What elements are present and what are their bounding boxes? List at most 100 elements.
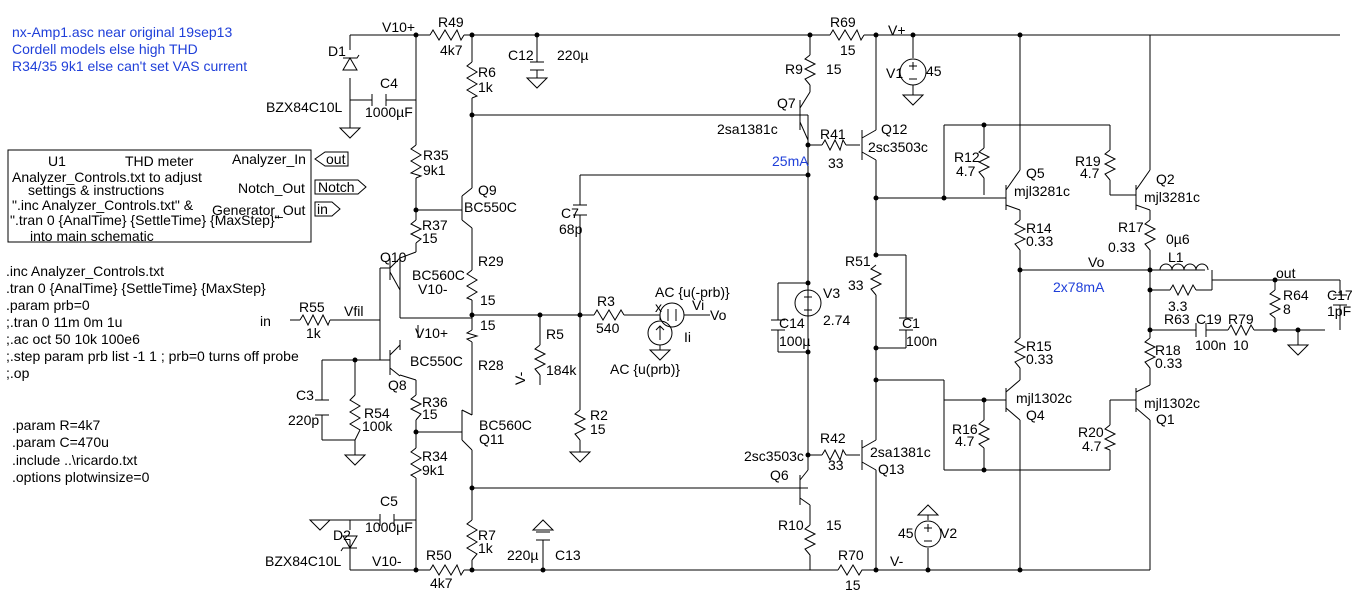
val-C5: 1000µF (365, 519, 413, 535)
val-R79: 10 (1233, 337, 1249, 353)
param-line: .param R=4k7 (12, 417, 101, 433)
val-Q12: 2sc3503c (868, 139, 928, 155)
net-v10m: V10- (372, 553, 402, 569)
net-flag-in: in (317, 201, 328, 217)
ref-R41: R41 (820, 126, 846, 142)
ref-Q4: Q4 (1026, 407, 1045, 423)
val-R64: 8 (1283, 301, 1291, 317)
directive-line: .inc Analyzer_Controls.txt (6, 263, 164, 279)
val-R5: 184k (546, 362, 577, 378)
ref-R64: R64 (1283, 287, 1309, 303)
val-L1: 0µ6 (1166, 231, 1190, 247)
ref-R10: R10 (778, 517, 804, 533)
inductor-symbol (1159, 263, 1209, 271)
val-C13: 220µ (507, 547, 538, 563)
ref-R70: R70 (838, 547, 864, 563)
analyzer-port-in: Analyzer_In (232, 151, 306, 167)
ref-C14: C14 (779, 315, 805, 331)
ref-C12: C12 (508, 47, 534, 63)
ref-R12: R12 (954, 149, 980, 165)
val-C17: 1pF (1327, 303, 1351, 319)
probe-ii: Ii (684, 329, 691, 345)
val-R70: 15 (845, 577, 861, 593)
ref-V2: V2 (940, 525, 957, 541)
wires (290, 34, 1341, 571)
val-R36: 15 (422, 406, 438, 422)
val-R29: 15 (480, 292, 496, 308)
ref-Q10: Q10 (380, 249, 407, 265)
val-R10: 15 (826, 517, 842, 533)
ref-R9: R9 (785, 61, 803, 77)
net-labels: V10+ V10+ V10- V10- V+ V- Vfil in Vo Vo … (260, 19, 1296, 569)
ref-R28: R28 (478, 357, 504, 373)
val-R51: 33 (848, 277, 864, 293)
ref-R19: R19 (1075, 153, 1101, 169)
net-vo: Vo (710, 307, 727, 323)
ref-Q8: Q8 (388, 377, 407, 393)
val-R12: 4.7 (956, 163, 976, 179)
val-C4: 1000µF (365, 104, 413, 120)
val-C7: 68p (559, 221, 583, 237)
param-line: .options plotwinsize=0 (12, 469, 150, 485)
val-Q9: BC550C (464, 199, 517, 215)
net-vfil: Vfil (344, 303, 363, 319)
val-Q11: BC560C (479, 417, 532, 433)
val-Q8: BC550C (410, 353, 463, 369)
net-vo-output: Vo (1088, 254, 1105, 270)
analyzer-line: settings & instructions (28, 182, 164, 198)
val-Q5: mjl3281c (1014, 183, 1070, 199)
probe-ac-bottom: AC {u(prb)} (610, 361, 680, 377)
val-V1: 45 (926, 63, 942, 79)
directive-line: .param prb=0 (6, 297, 90, 313)
net-v10p: V10+ (415, 325, 448, 341)
directive-line: ;.ac oct 50 10k 100e6 (6, 331, 140, 347)
val-Q13: 2sa1381c (870, 444, 931, 460)
ref-Q5: Q5 (1026, 165, 1045, 181)
flag-notch-shape (314, 179, 367, 195)
val-Q2: mjl3281c (1144, 189, 1200, 205)
ref-Q12: Q12 (881, 121, 908, 137)
ref-Q13: Q13 (878, 461, 905, 477)
ref-C1: C1 (902, 315, 920, 331)
net-v10m: V10- (418, 281, 448, 297)
ref-Q9: Q9 (478, 182, 497, 198)
ref-C4: C4 (380, 75, 398, 91)
ref-D2: D2 (333, 527, 351, 543)
junctions (352, 32, 1301, 573)
component-symbols (299, 28, 1347, 577)
val-R37: 15 (422, 230, 438, 246)
zener-diode-symbol (340, 54, 360, 552)
val-C19: 100n (1195, 337, 1226, 353)
param-line: .include ..\ricardo.txt (12, 452, 137, 468)
analyzer-line: Analyzer_Controls.txt to adjust (12, 169, 202, 185)
val-R49: 4k7 (440, 42, 463, 58)
ref-R35: R35 (423, 147, 449, 163)
ref-R18: R18 (1155, 342, 1181, 358)
val-Q1: mjl1302c (1144, 395, 1200, 411)
val-D1: BZX84C10L (266, 99, 342, 115)
ref-R49: R49 (438, 14, 464, 30)
header-notes: nx-Amp1.asc near original 19sep13 Cordel… (12, 24, 247, 74)
flag-in-shape (314, 201, 341, 217)
val-R9: 15 (826, 61, 842, 77)
val-R18: 0.33 (1155, 355, 1182, 371)
probe-ac-top: AC {u(-prb)} (655, 284, 730, 300)
ref-C19: C19 (1196, 311, 1222, 327)
ref-R79: R79 (1228, 311, 1254, 327)
net-vplus: V+ (888, 22, 906, 38)
val-R17: 0.33 (1108, 239, 1135, 255)
val-R19: 4.7 (1080, 165, 1100, 181)
val-R16: 4.7 (955, 433, 975, 449)
note-line: R34/35 9k1 else can't set VAS current (12, 58, 247, 74)
net-out: out (1276, 265, 1296, 281)
ref-R55: R55 (299, 299, 325, 315)
ref-R50: R50 (426, 547, 452, 563)
val-R20: 4.7 (1082, 438, 1102, 454)
probe-x: x (655, 299, 662, 315)
val-R69: 15 (840, 42, 856, 58)
val-V3: 2.74 (823, 312, 850, 328)
analyzer-block[interactable]: U1 THD meter Analyzer_Controls.txt to ad… (7, 149, 367, 244)
val-R55: 1k (306, 325, 322, 341)
net-v-minus-r5: V- (512, 371, 528, 385)
analyzer-box-outline (7, 149, 312, 243)
